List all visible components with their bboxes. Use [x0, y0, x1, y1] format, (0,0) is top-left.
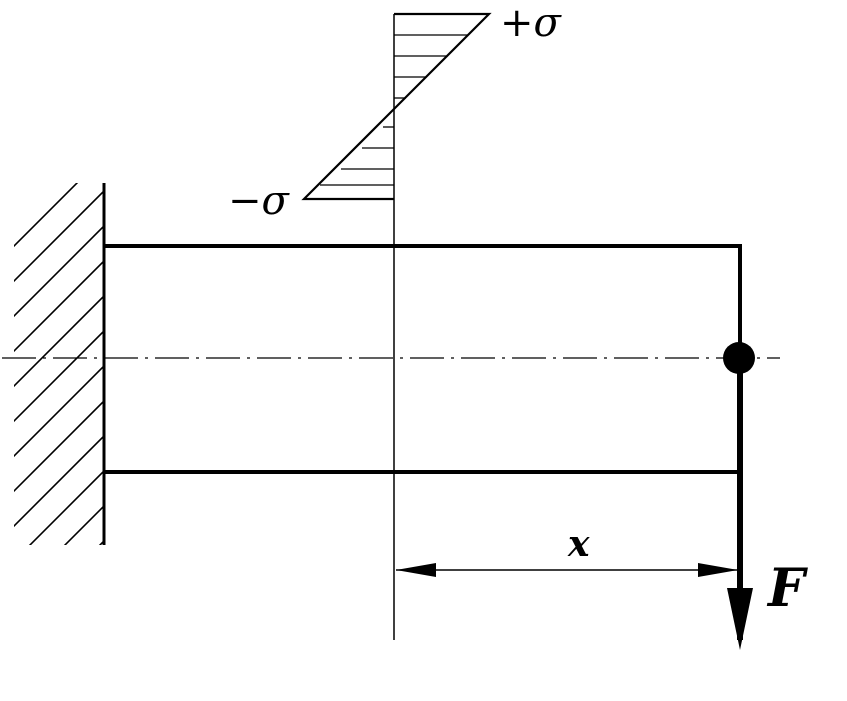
stress-hatching [320, 34, 468, 186]
fixed-wall-support [14, 183, 106, 545]
minus-sigma-label: −σ [228, 178, 291, 224]
distance-dimension [396, 563, 738, 577]
force-arrowhead [727, 588, 753, 650]
stress-outline [301, 12, 492, 201]
dimension-arrow-right [698, 563, 738, 577]
plus-sigma-label: +σ [500, 0, 563, 46]
distance-label: x [567, 523, 590, 565]
wall-hatching [14, 183, 104, 545]
dimension-arrow-left [396, 563, 436, 577]
force-label: F [766, 558, 808, 619]
stress-distribution [301, 12, 492, 201]
beam [104, 244, 742, 474]
